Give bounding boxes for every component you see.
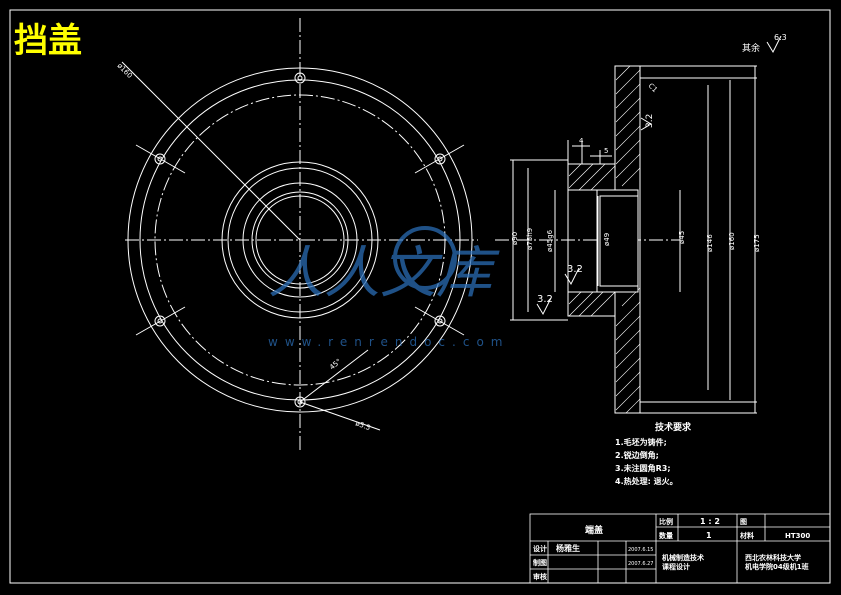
dim-angle: 45° xyxy=(328,357,343,371)
tech-heading: 技术要求 xyxy=(655,421,692,433)
roughness-symbol-icon xyxy=(766,35,782,54)
course-name: 机械制造技术课程设计 xyxy=(662,553,704,571)
roughness-symbol-flange-icon xyxy=(640,117,652,131)
angle-leader xyxy=(299,349,369,403)
tech-item: 4.热处理: 退火。 xyxy=(615,476,678,486)
roughness-face: 3.2 xyxy=(537,294,553,305)
hub-circle xyxy=(221,161,379,319)
dim-45: ø45 xyxy=(678,231,686,244)
bore-circle-2 xyxy=(251,191,349,289)
roughness-note-label: 其余 xyxy=(742,42,760,54)
watermark-text: 人人文库 xyxy=(268,241,500,306)
dim-160: ø160 xyxy=(728,232,736,250)
roughness-flange: 3.2 xyxy=(645,114,655,128)
tech-requirements: 技术要求 1.毛坯为铸件; 2.锐边倒角; 3.未注圆角R3; 4.热处理: 退… xyxy=(615,421,692,486)
tech-item: 2.锐边倒角; xyxy=(615,450,659,460)
title-block-text: 端盖 比例 1 : 2 图 数量 1 材料 HT300 设计 杨雅生 2007.… xyxy=(533,517,810,581)
drawing-frame xyxy=(9,9,831,584)
hub-circle-2 xyxy=(227,167,373,313)
drawing-title: 挡盖 xyxy=(14,21,82,61)
dia-leader xyxy=(121,61,301,241)
title-block xyxy=(529,513,831,584)
bore-circle xyxy=(242,182,358,298)
material-label: 材料 xyxy=(739,531,754,540)
bolt-circle xyxy=(154,94,446,386)
designer-name: 杨雅生 xyxy=(556,543,580,553)
roughness-hub: 3.2 xyxy=(567,264,583,275)
hub-hatch-bottom xyxy=(568,291,616,317)
hub-outline xyxy=(567,163,616,317)
outer-circle xyxy=(127,67,473,413)
bore-circle-3 xyxy=(255,195,345,285)
dim-w5: 5 xyxy=(604,147,608,155)
qty-label: 数量 xyxy=(659,531,673,540)
dim-w4: 4 xyxy=(579,137,584,145)
front-view xyxy=(121,18,478,450)
roughness-symbol-face-icon xyxy=(536,297,552,316)
scale-value: 1 : 2 xyxy=(700,517,720,526)
dim-chamfer: C1 xyxy=(647,82,659,94)
dim-49: ø49 xyxy=(603,233,611,246)
dim-146: ø146 xyxy=(706,234,714,252)
sheet-label: 图 xyxy=(740,517,747,526)
bolt-holes xyxy=(154,72,446,408)
check-label: 审核 xyxy=(533,572,547,581)
section-view xyxy=(495,65,757,414)
design-date: 2007.6.15 xyxy=(628,547,653,553)
bore-hole xyxy=(596,189,639,293)
dim-75h9: ø75h9 xyxy=(526,228,534,250)
qty-value: 1 xyxy=(706,531,712,540)
dim-bolt-circle: ø160 xyxy=(116,62,134,80)
tech-item: 3.未注圆角R3; xyxy=(615,463,671,473)
scale-label: 比例 xyxy=(659,517,673,526)
surface-roughness-note: 其余 6.3 xyxy=(742,33,787,54)
dim-175: ø175 xyxy=(753,234,761,252)
watermark-url: www.renrendoc.com xyxy=(268,335,509,349)
dim-45g6: ø45g6 xyxy=(546,229,554,252)
material-value: HT300 xyxy=(785,532,810,540)
roughness-symbol-hub-icon xyxy=(564,267,580,286)
draw-label: 制图 xyxy=(533,558,547,567)
bore-inner xyxy=(599,195,639,287)
hub-hatch-top xyxy=(568,163,616,191)
small-bolt-leader xyxy=(299,401,381,431)
part-name: 端盖 xyxy=(585,524,603,536)
watermark-logo-icon xyxy=(393,226,457,290)
draw-date: 2007.6.27 xyxy=(628,561,653,567)
design-label: 设计 xyxy=(533,544,547,553)
tech-item: 1.毛坯为铸件; xyxy=(615,437,667,447)
school-name: 西北农林科技大学机电学院04级机1班 xyxy=(745,553,809,571)
watermark: 人人文库 www.renrendoc.com xyxy=(268,226,509,349)
dim-small-bolt: ø5.5 xyxy=(354,419,371,432)
flange-hatch xyxy=(615,65,641,414)
roughness-note-value: 6.3 xyxy=(774,33,787,42)
dim-90: ø90 xyxy=(511,232,519,245)
